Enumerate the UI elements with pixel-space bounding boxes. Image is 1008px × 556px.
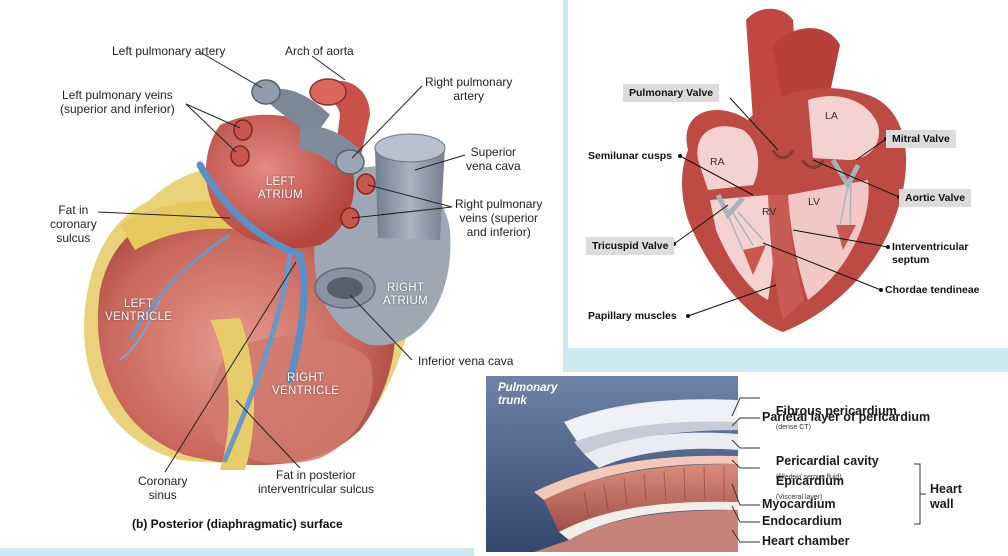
label-fat-in-posterior-sulcus: Fat in posterior interventricular sulcus (258, 468, 375, 496)
layer-cavity-text: Pericardial cavity (775, 454, 879, 468)
label-coronary-sinus: Coronary sinus (138, 474, 188, 502)
coronary-vein (196, 161, 308, 384)
organ-right-ventricle: RIGHT VENTRICLE (272, 372, 340, 397)
parietal-layer (574, 421, 738, 454)
label-inferior-vena-cava: Inferior vena cava (418, 354, 514, 368)
chamber-rv: RV (762, 206, 777, 218)
left-ventricle-chamber (788, 180, 869, 300)
layer-cavity: Pericardial cavity (filled w/ serous flu… (762, 440, 879, 496)
label-right-pulmonary-veins: Right pulmonary veins (superior and infe… (455, 197, 543, 239)
layer-fibrous: Fibrous pericardium (dense CT) (762, 390, 897, 446)
label-papillary-muscles: Papillary muscles (588, 310, 677, 322)
organ-left-atrium: LEFT ATRIUM (258, 176, 304, 201)
organ-left-ventricle: LEFT VENTRICLE (105, 298, 173, 323)
layer-epicardium: Epicardium (Visceral layer) (762, 460, 844, 516)
cavity-layer (584, 432, 738, 468)
layer-myocardium: Myocardium (762, 497, 836, 511)
posterior-view-panel: Left pulmonary artery Arch of aorta Left… (0, 0, 563, 548)
layer-parietal: Parietal layer of pericardium (762, 410, 931, 424)
label-chordae-tendineae: Chordae tendineae (885, 284, 980, 296)
label-fat-in-coronary-sulcus: Fat in coronary sulcus (50, 203, 97, 245)
left-atrium-chamber (808, 96, 879, 160)
aorta-shape (315, 80, 370, 160)
layer-epicardium-note: (Visceral layer) (775, 494, 823, 501)
label-interventricular-septum: Interventricular septum (892, 241, 969, 266)
label-aortic-valve: Aortic Valve (899, 189, 972, 207)
label-pulmonary-valve: Pulmonary Valve (623, 84, 720, 102)
layer-chamber: Heart chamber (762, 534, 850, 548)
figure-caption: (b) Posterior (diaphragmatic) surface (132, 517, 343, 531)
chamber-ra: RA (710, 156, 725, 168)
sulcus-fat (210, 318, 255, 470)
label-arch-of-aorta: Arch of aorta (285, 44, 354, 58)
myocardium-layer (544, 464, 738, 532)
label-tricuspid-valve: Tricuspid Valve (586, 237, 675, 255)
label-left-pulmonary-veins: Left pulmonary veins (superior and infer… (60, 88, 175, 116)
label-right-pulmonary-artery: Right pulmonary artery (425, 75, 513, 103)
endocardium-layer (559, 501, 738, 540)
label-superior-vena-cava: Superior vena cava (466, 145, 521, 173)
label-mitral-valve: Mitral Valve (886, 130, 956, 148)
posterior-heart-illustration (84, 51, 466, 473)
heart-wall-panel: Pulmonary trunk Fibrous pericardium (den… (474, 372, 1008, 556)
chamber-la: LA (825, 110, 838, 122)
valve-aortic (801, 159, 825, 169)
layer-endocardium: Endocardium (762, 514, 842, 528)
label-semilunar-cusps: Semilunar cusps (588, 150, 673, 162)
heart-wall-illustration (486, 376, 926, 552)
layer-cavity-note: (filled w/ serous fluid) (775, 474, 842, 481)
layer-fibrous-text: Fibrous pericardium (775, 404, 897, 418)
label-pulmonary-trunk: Pulmonary trunk (498, 382, 558, 407)
heart-section-illustration (672, 8, 907, 332)
chamber-lv: LV (808, 196, 821, 208)
chamber-area (534, 510, 738, 552)
label-heart-wall: Heart wall (930, 482, 962, 511)
coronary-sinus-vein (222, 252, 293, 463)
epicardium-layer (534, 455, 738, 500)
septum (768, 195, 804, 320)
layer-epicardium-text: Epicardium (775, 474, 844, 488)
label-left-pulmonary-artery: Left pulmonary artery (112, 44, 226, 58)
right-atrium-chamber (697, 126, 759, 190)
organ-right-atrium: RIGHT ATRIUM (383, 282, 429, 307)
section-view-panel: Pulmonary Valve Mitral Valve Aortic Valv… (568, 0, 1008, 348)
layer-fibrous-note: (dense CT) (775, 424, 811, 431)
valve-pulmonary (771, 149, 795, 159)
